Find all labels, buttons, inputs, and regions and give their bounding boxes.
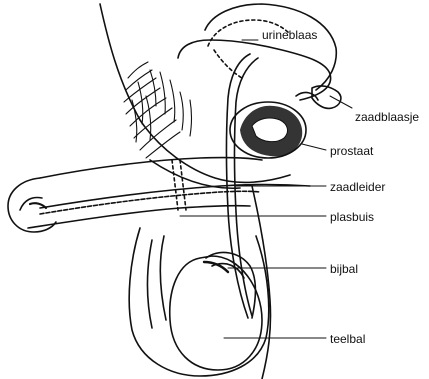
glans [8,178,56,232]
testis [170,256,262,370]
penis-dashed-2 [180,160,186,210]
label-bijbal: bijbal [330,262,358,276]
label-zaadleider: zaadleider [330,180,385,194]
scrotum-fold-1 [148,240,153,328]
scrotum-fold-2 [160,236,166,320]
label-urineblaas: urineblaas [262,28,317,42]
leader-prostaat [302,144,326,150]
bladder-dashed [214,50,242,78]
penis-upper [40,158,262,178]
penis-dashed [172,160,178,210]
pubic-hair [124,62,192,158]
label-zaadblaasje: zaadblaasje [355,110,419,124]
label-teelbal: teelbal [330,332,365,346]
penis-lower [28,206,250,228]
glans-meatus [30,203,46,208]
vas-deferens-outer [178,40,331,100]
label-prostaat: prostaat [330,144,373,158]
label-plasbuis: plasbuis [330,210,374,224]
